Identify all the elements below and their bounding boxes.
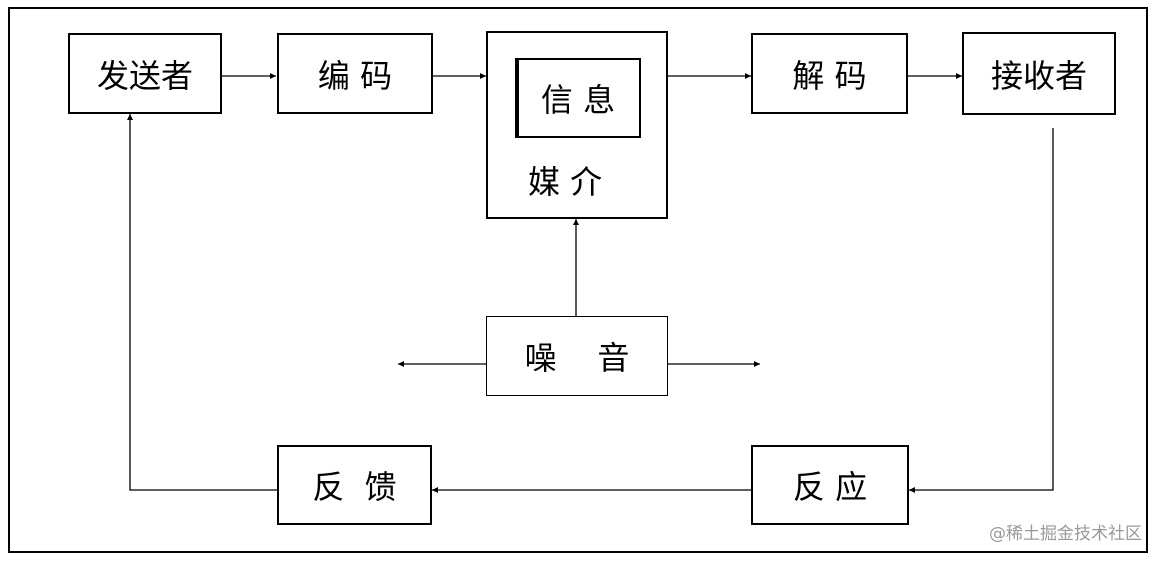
sender-box: 发送者 [68, 33, 222, 114]
decode-label: 解 码 [792, 56, 867, 95]
media-label: 媒 介 [528, 163, 603, 201]
feedback-box: 反 馈 [277, 445, 432, 525]
info-box: 信 息 [515, 58, 641, 138]
receiver-box: 接收者 [962, 32, 1116, 115]
info-label: 信 息 [540, 81, 616, 119]
receiver-label: 接收者 [990, 56, 1087, 95]
decode-box: 解 码 [751, 33, 908, 114]
noise-box: 噪 音 [486, 316, 668, 396]
encode-label: 编 码 [317, 56, 393, 95]
watermark: @稀土掘金技术社区 [989, 524, 1142, 544]
feedback-label: 反 馈 [312, 468, 397, 506]
sender-label: 发送者 [96, 56, 193, 95]
response-box: 反 应 [751, 445, 909, 525]
arrow-feedback-to-sender [127, 114, 277, 491]
arrow-receiver-to-response [909, 128, 1054, 493]
noise-label: 噪 音 [524, 339, 630, 377]
encode-box: 编 码 [277, 33, 433, 114]
response-label: 反 应 [792, 468, 868, 506]
diagram-frame [8, 7, 1148, 553]
